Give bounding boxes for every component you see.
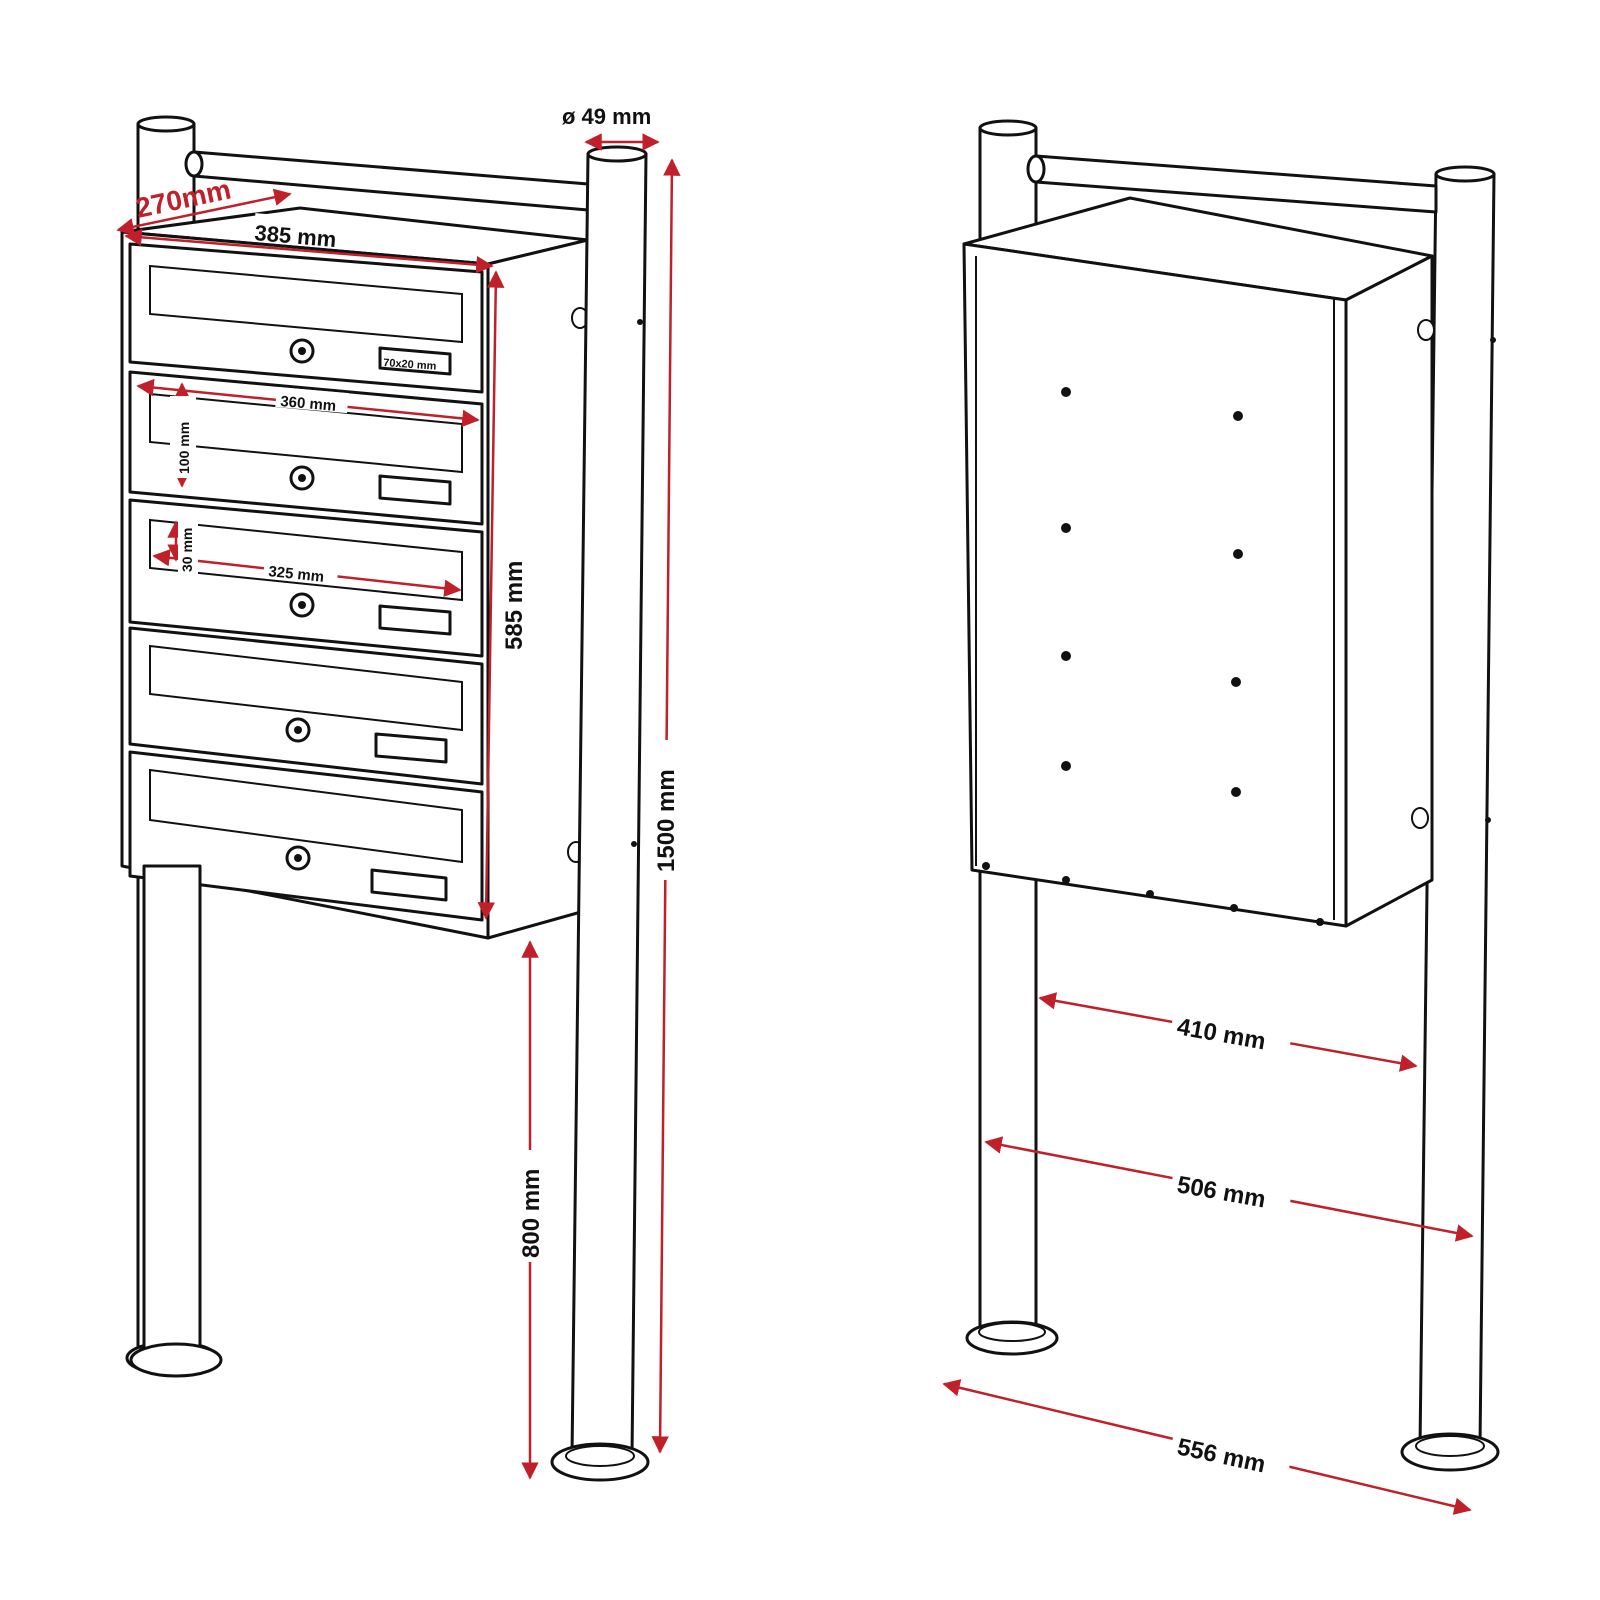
slot-opening-width-label: 325 mm bbox=[268, 563, 325, 586]
rear-right-post bbox=[1400, 165, 1500, 1472]
total-height-label: 1500 mm bbox=[653, 769, 680, 872]
front-right-post bbox=[550, 145, 650, 1482]
back-view bbox=[962, 119, 1500, 1472]
slot-width-label: 360 mm bbox=[280, 393, 337, 415]
slot-height-label: 100 mm bbox=[176, 422, 192, 474]
name-plate-label: 70x20 mm bbox=[383, 357, 437, 373]
rear-box bbox=[962, 196, 1496, 928]
box-height-label: 585 mm bbox=[501, 561, 528, 650]
ground-clearance-label: 800 mm bbox=[518, 1169, 545, 1258]
compartment-4 bbox=[128, 626, 484, 786]
mounting-holes bbox=[982, 387, 1324, 926]
top-crossbar bbox=[184, 150, 590, 212]
front-left-leg bbox=[129, 864, 223, 1378]
compartment-5 bbox=[128, 750, 484, 922]
front-view: 70x20 mm bbox=[120, 115, 650, 1482]
tube-diameter-label: ø 49 mm bbox=[562, 104, 651, 129]
slot-opening-height-label: 30 mm bbox=[179, 528, 195, 572]
rear-crossbar bbox=[1026, 154, 1438, 214]
